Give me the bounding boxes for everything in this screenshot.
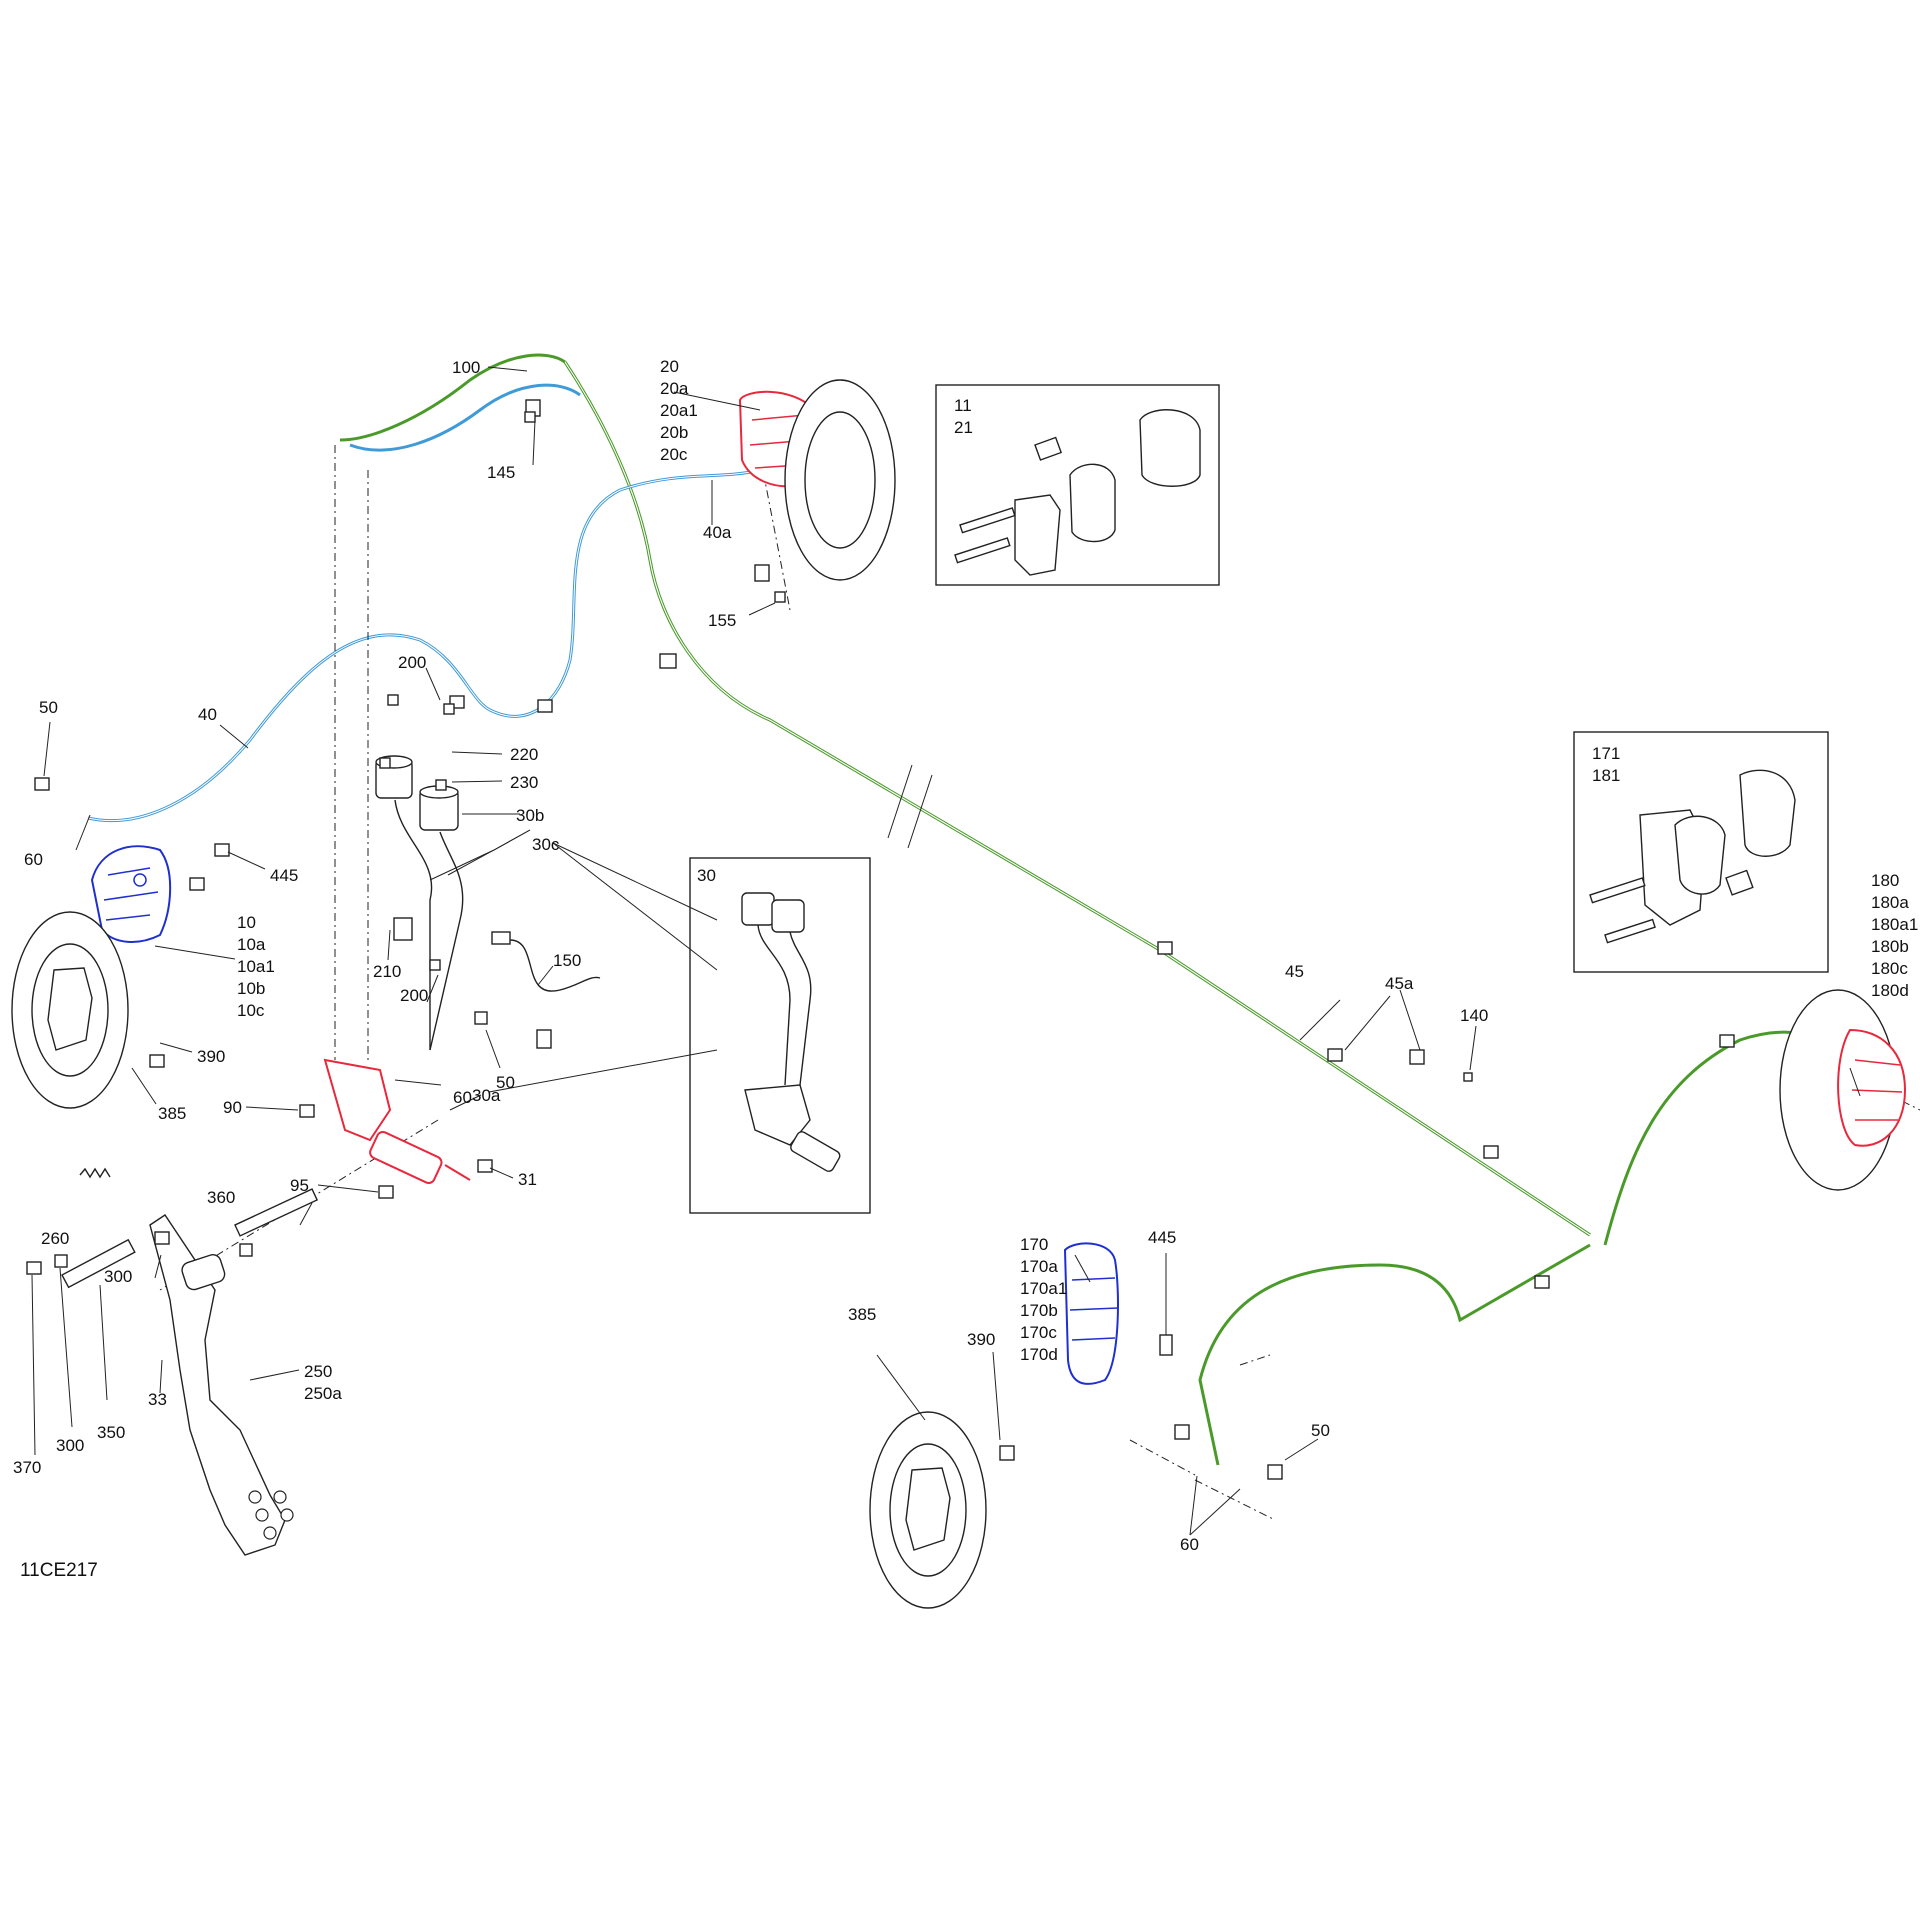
callout-90: 90	[223, 1098, 242, 1117]
callouts: 100 145 155 40a 40 50 60 445 10 10a 10a1…	[13, 357, 1918, 1554]
callout-40a: 40a	[703, 523, 732, 542]
master-cylinder	[323, 1058, 471, 1184]
callout-180: 180	[1871, 871, 1899, 890]
callout-45: 45	[1285, 962, 1304, 981]
callout-390-a: 390	[197, 1047, 225, 1066]
detail-label-30: 30	[697, 866, 716, 885]
hardware	[26, 399, 1473, 1480]
callout-170b: 170b	[1020, 1301, 1058, 1320]
callout-60-c: 60	[1180, 1535, 1199, 1554]
callout-31: 31	[518, 1170, 537, 1189]
callout-60-a: 60	[24, 850, 43, 869]
callout-385-b: 385	[848, 1305, 876, 1324]
brake-line-40-inner	[87, 469, 761, 822]
callout-10a1: 10a1	[237, 957, 275, 976]
callout-20a1: 20a1	[660, 401, 698, 420]
callout-170d: 170d	[1020, 1345, 1058, 1364]
callout-180d: 180d	[1871, 981, 1909, 1000]
callout-50-b: 50	[496, 1073, 515, 1092]
callout-30a: 30a	[472, 1086, 501, 1105]
callout-385-a: 385	[158, 1104, 186, 1123]
detail-label-181: 181	[1592, 766, 1620, 785]
callout-230: 230	[510, 773, 538, 792]
callout-170a1: 170a1	[1020, 1279, 1067, 1298]
callout-95: 95	[290, 1176, 309, 1195]
callout-20b: 20b	[660, 423, 688, 442]
callout-150: 150	[553, 951, 581, 970]
callout-180b: 180b	[1871, 937, 1909, 956]
callout-10: 10	[237, 913, 256, 932]
detail-label-171: 171	[1592, 744, 1620, 763]
rotor-front-left	[11, 911, 129, 1109]
detail-label-11: 11	[954, 396, 972, 415]
detail-box-30: 30	[689, 857, 871, 1214]
callout-10a: 10a	[237, 935, 266, 954]
callout-10b: 10b	[237, 979, 265, 998]
callout-300-b: 300	[56, 1436, 84, 1455]
drawing-id: 11CE217	[20, 1560, 98, 1581]
rear-left-caliper	[1063, 1242, 1119, 1385]
rotor-front-right	[784, 379, 896, 581]
callout-180a1: 180a1	[1871, 915, 1918, 934]
pedal-bushing	[61, 1238, 136, 1289]
callout-60-b: 60	[453, 1088, 472, 1107]
callout-390-b: 390	[967, 1330, 995, 1349]
callout-20c: 20c	[660, 445, 688, 464]
callout-10c: 10c	[237, 1001, 265, 1020]
callout-145: 145	[487, 463, 515, 482]
brake-pedal	[149, 1214, 294, 1556]
callout-30b: 30b	[516, 806, 544, 825]
callout-170: 170	[1020, 1235, 1048, 1254]
callout-100: 100	[452, 358, 480, 377]
callout-300-a: 300	[104, 1267, 132, 1286]
callout-210: 210	[373, 962, 401, 981]
callout-445-b: 445	[1148, 1228, 1176, 1247]
callout-360: 360	[207, 1188, 235, 1207]
callout-370: 370	[13, 1458, 41, 1477]
brake-line-rear-left	[1198, 1243, 1591, 1466]
detail-box-171-181: 171 181	[1573, 731, 1829, 973]
callout-170a: 170a	[1020, 1257, 1058, 1276]
pressure-sensor	[491, 931, 601, 1049]
detail-box-11-21: 11 21	[935, 384, 1220, 586]
callout-30c: 30c	[532, 835, 560, 854]
detail-label-21: 21	[954, 418, 973, 437]
callout-40: 40	[198, 705, 217, 724]
callout-220: 220	[510, 745, 538, 764]
callout-350: 350	[97, 1423, 125, 1442]
callout-170c: 170c	[1020, 1323, 1057, 1342]
brake-line-clips	[449, 653, 1735, 1289]
callout-200-b: 200	[400, 986, 428, 1005]
callout-250: 250	[304, 1362, 332, 1381]
brake-line-top-green	[339, 353, 566, 442]
line-break-symbol	[887, 764, 933, 849]
brake-line-45-inner	[564, 361, 1591, 1236]
callout-250a: 250a	[304, 1384, 342, 1403]
callout-50-c: 50	[1311, 1421, 1330, 1440]
callout-155: 155	[708, 611, 736, 630]
callout-140: 140	[1460, 1006, 1488, 1025]
front-left-caliper	[90, 845, 172, 943]
callout-180a: 180a	[1871, 893, 1909, 912]
pivot-bolt	[234, 1188, 319, 1237]
callout-445-a: 445	[270, 866, 298, 885]
rear-right-caliper	[1779, 989, 1907, 1191]
callout-180c: 180c	[1871, 959, 1908, 978]
callout-20a: 20a	[660, 379, 689, 398]
brake-line-40	[87, 468, 761, 823]
brake-line-top-blue	[349, 383, 581, 452]
callout-200-a: 200	[398, 653, 426, 672]
callout-50-a: 50	[39, 698, 58, 717]
rotor-rear-left	[869, 1411, 987, 1609]
callout-33: 33	[148, 1390, 167, 1409]
reservoirs	[375, 755, 464, 1051]
leader-lines	[31, 366, 1861, 1536]
return-spring	[79, 1167, 111, 1179]
callout-260: 260	[41, 1229, 69, 1248]
callout-45a: 45a	[1385, 974, 1414, 993]
callout-20: 20	[660, 357, 679, 376]
